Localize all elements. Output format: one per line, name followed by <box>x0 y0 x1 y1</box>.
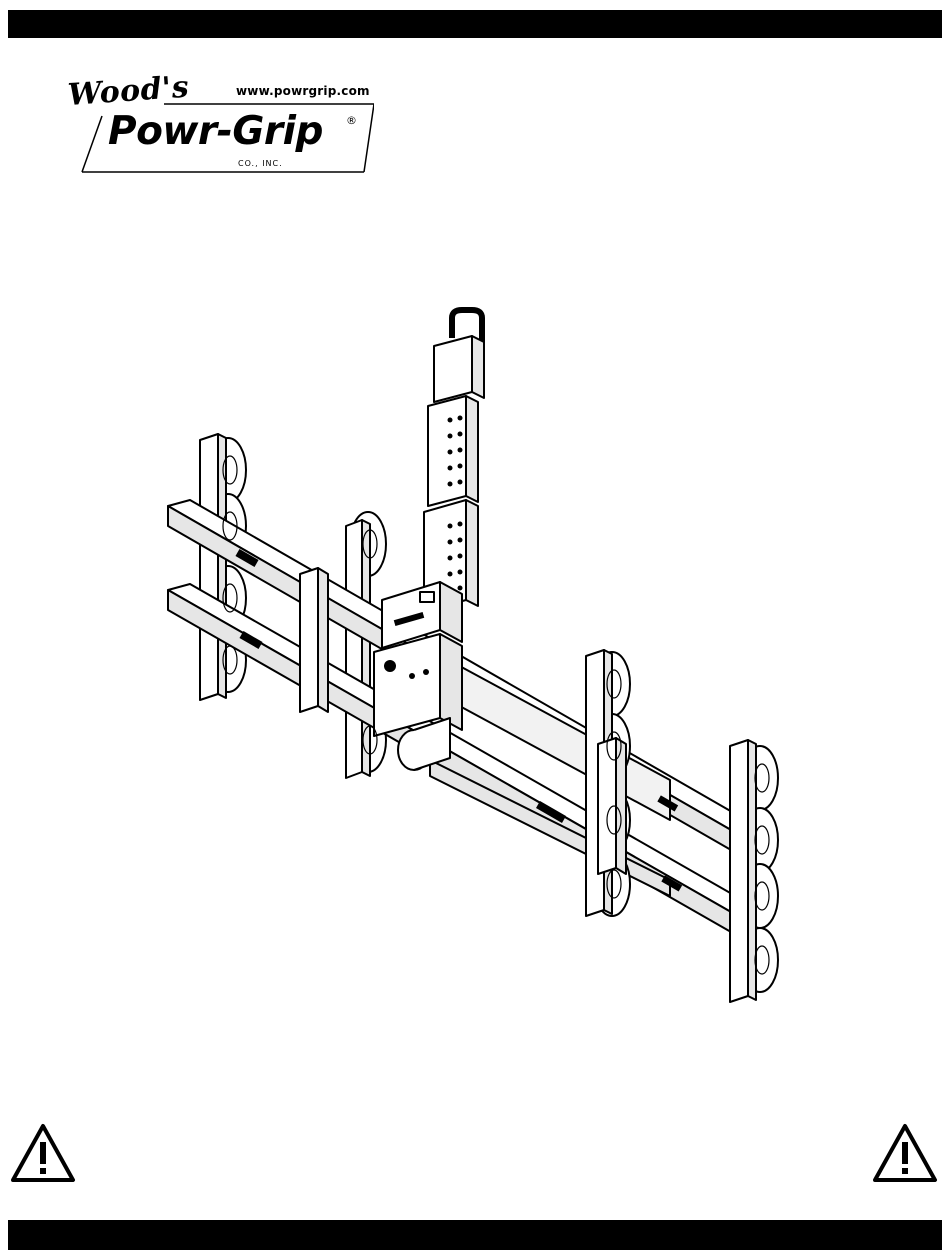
logo-registered-mark: ® <box>346 114 357 127</box>
logo-company-suffix: CO., INC. <box>238 159 283 168</box>
footer-bar <box>8 1220 942 1250</box>
logo-url: www.powrgrip.com <box>236 84 370 98</box>
logo-brand: Powr-Grip <box>108 112 323 151</box>
vacuum-lifter-illustration <box>150 300 800 1010</box>
company-logo: Wood's www.powrgrip.com Powr-Grip ® CO.,… <box>68 76 374 176</box>
warning-triangle-icon <box>872 1122 938 1184</box>
header-bar <box>8 10 942 38</box>
warning-triangle-icon <box>10 1122 76 1184</box>
